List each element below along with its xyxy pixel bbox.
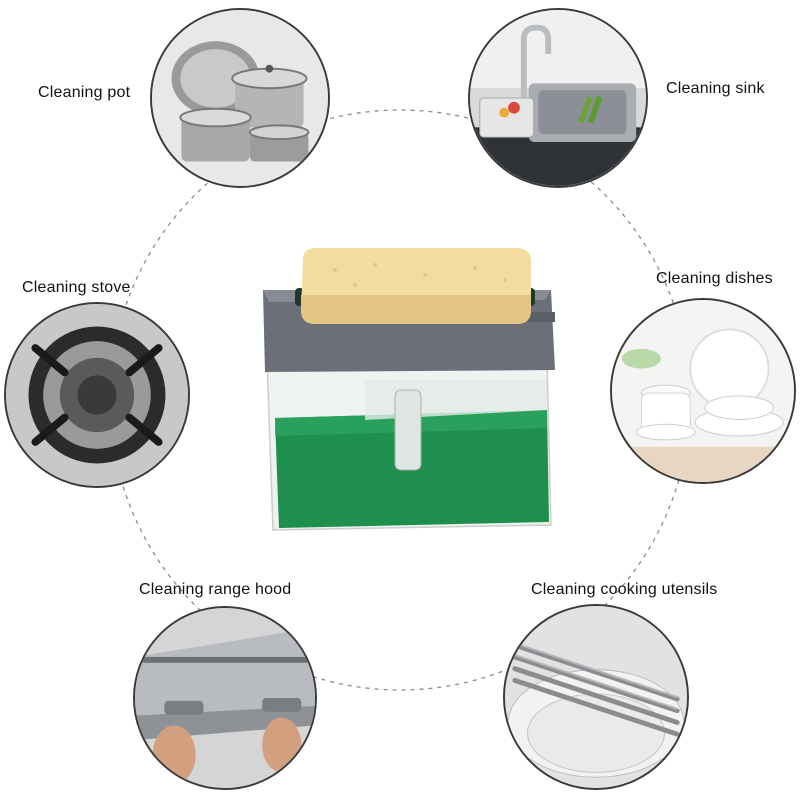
label-utensils: Cleaning cooking utensils — [531, 581, 718, 598]
pot-photo — [150, 8, 330, 188]
dishes-photo — [610, 298, 796, 484]
stove-photo — [4, 302, 190, 488]
pump — [394, 389, 422, 471]
label-stove: Cleaning stove — [22, 279, 131, 296]
label-pot: Cleaning pot — [38, 84, 131, 101]
label-dishes: Cleaning dishes — [656, 270, 773, 287]
soap-dispenser — [263, 248, 555, 531]
range-hood-photo — [133, 606, 317, 790]
utensils-photo — [503, 604, 689, 790]
label-range-hood: Cleaning range hood — [139, 581, 292, 598]
sink-photo — [468, 8, 648, 188]
label-sink: Cleaning sink — [666, 80, 765, 97]
